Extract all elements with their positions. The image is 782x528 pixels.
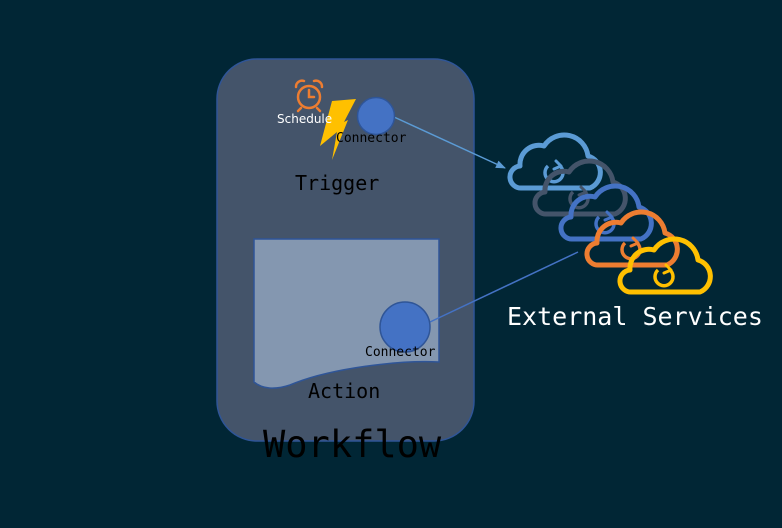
trigger-connector-label: Connector [336,131,407,146]
external-services-clouds [510,135,710,292]
lightning-bolt-icon [320,99,356,160]
action-connector-circle [379,301,431,353]
action-document-shape [253,238,440,389]
trigger-connector-arrow [393,116,506,169]
external-services-label: External Services [507,302,763,331]
action-label: Action [308,379,381,403]
trigger-label: Trigger [295,171,380,195]
action-connector-line [429,251,579,323]
action-connector-label: Connector [365,345,436,360]
trigger-connector-circle [356,96,396,136]
workflow-label: Workflow [263,423,442,466]
alarm-clock-icon [294,79,324,113]
schedule-label: Schedule [277,112,333,126]
